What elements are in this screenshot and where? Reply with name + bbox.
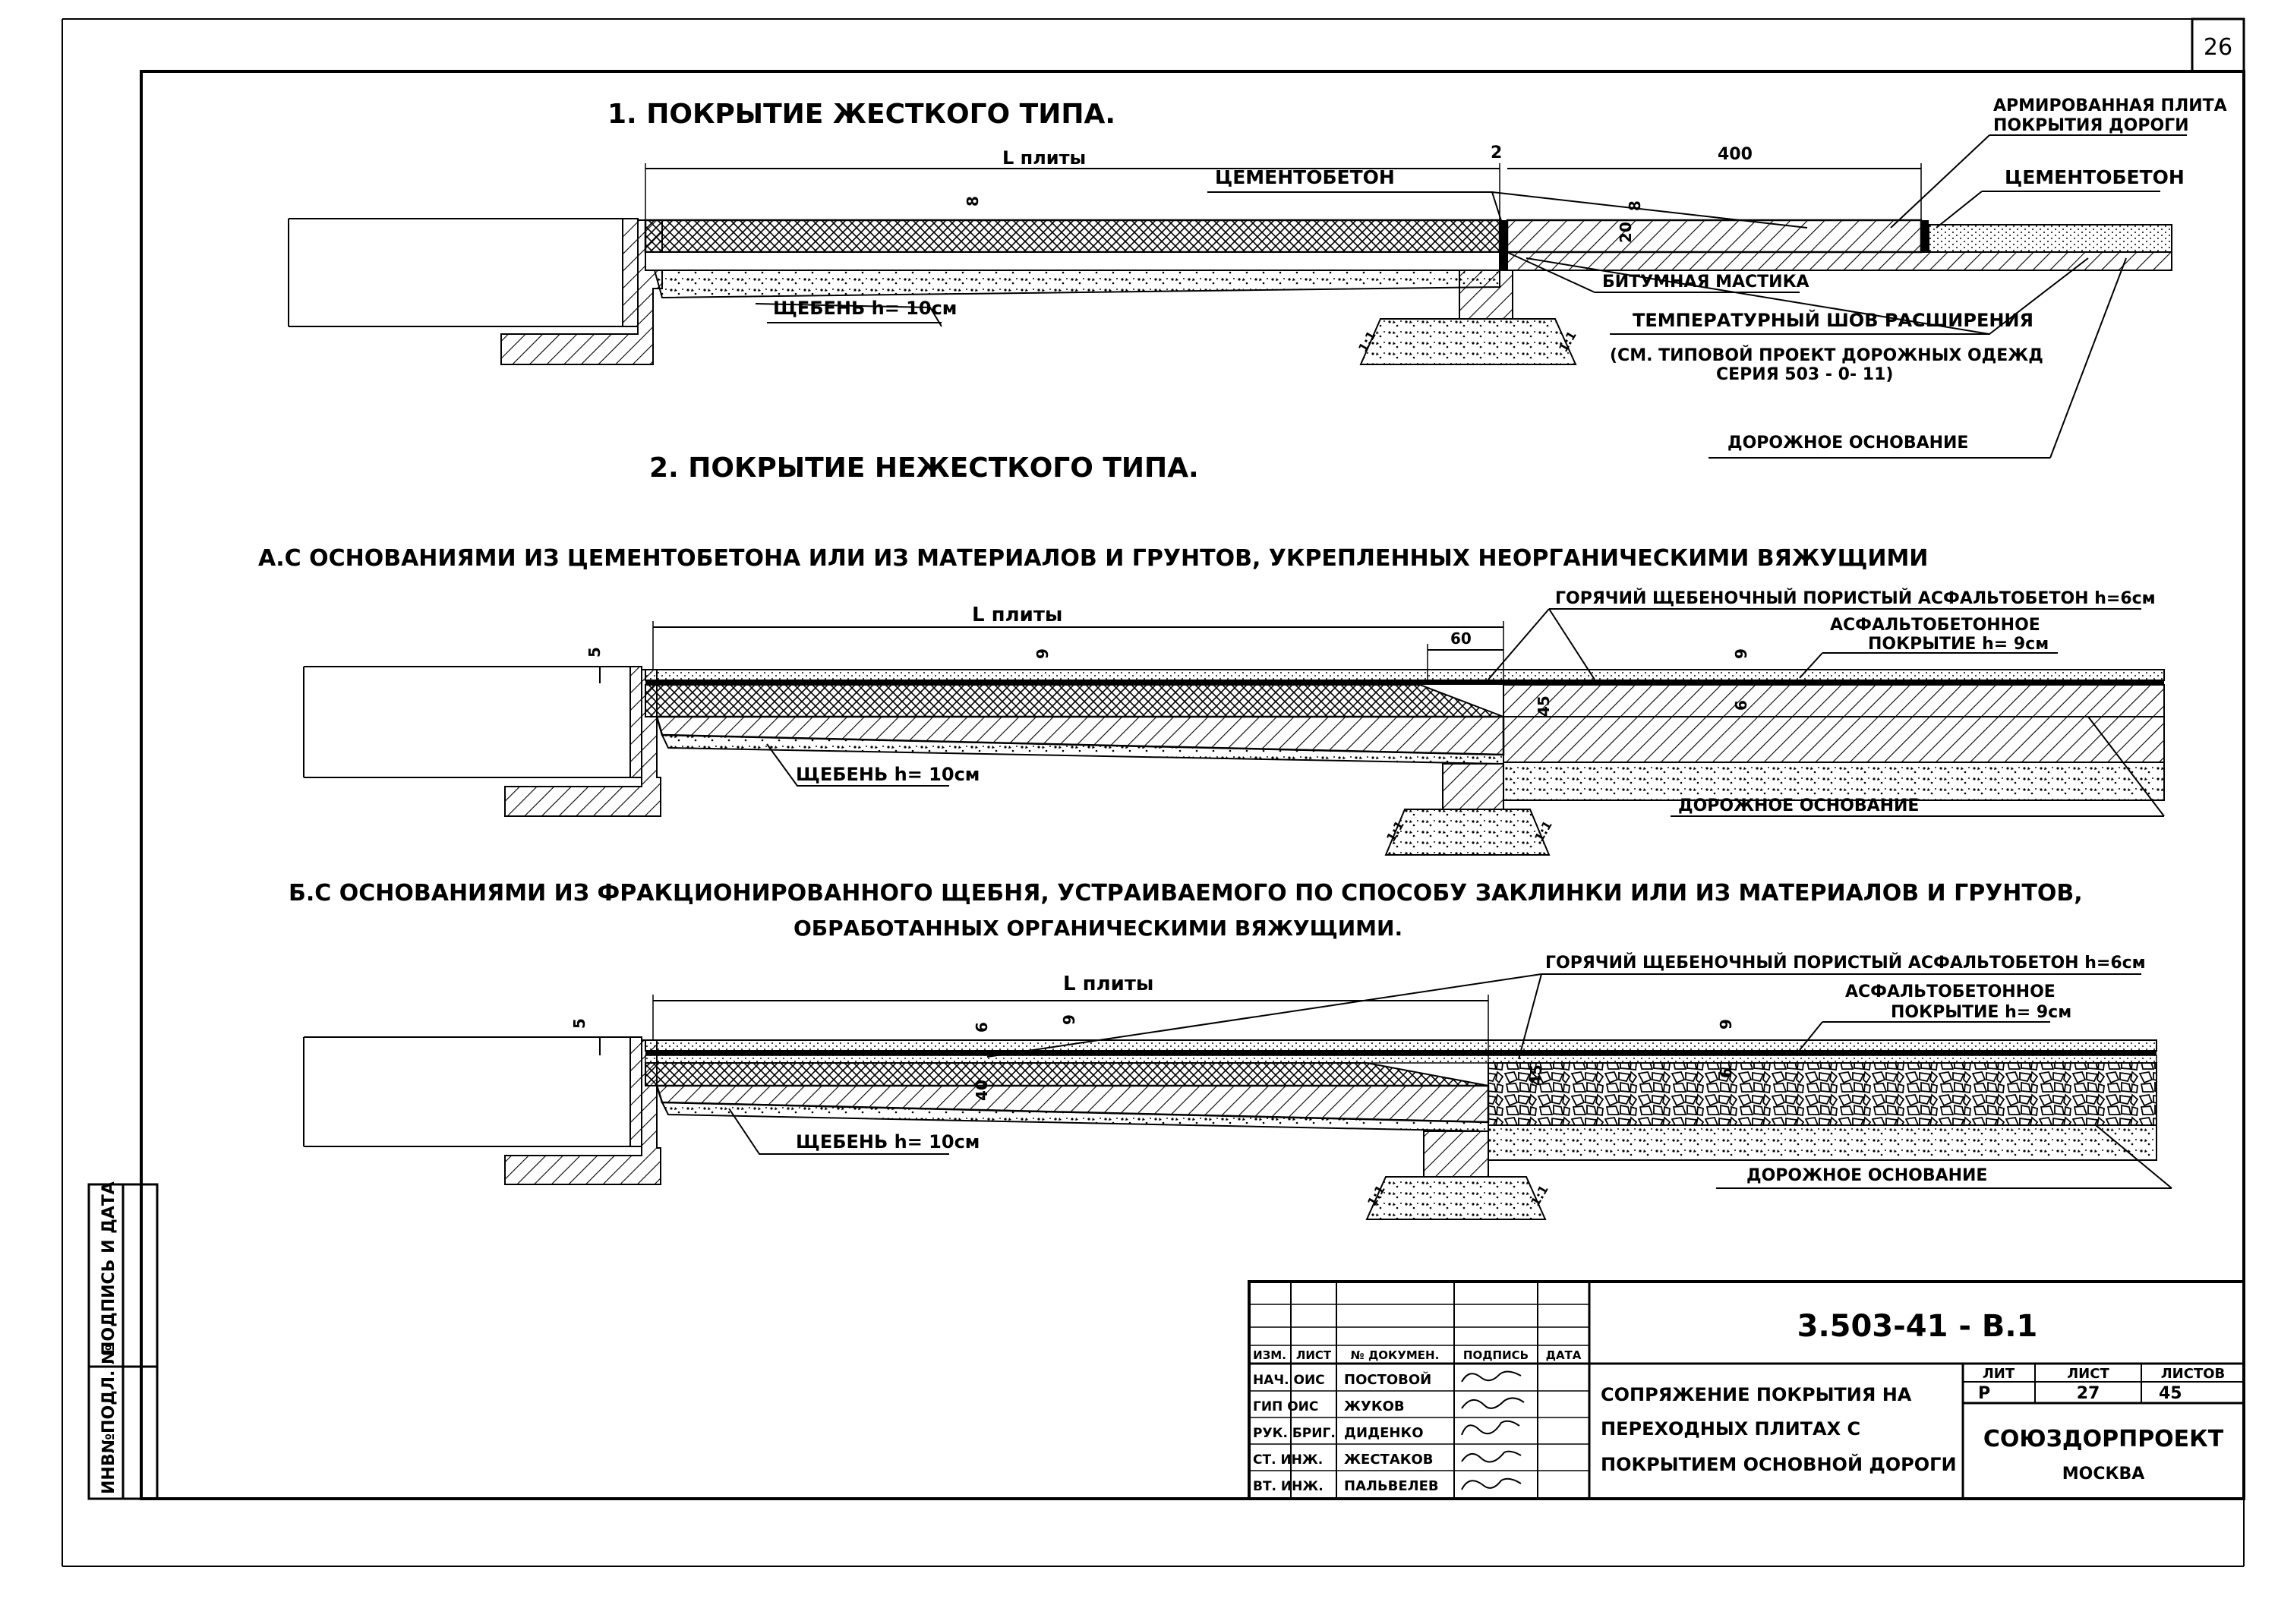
sectionB-title-1: Б.С ОСНОВАНИЯМИ ИЗ ФРАКЦИОНИРОВАННОГО ЩЕ… xyxy=(289,880,2083,907)
s1-dim-400: 400 xyxy=(1718,145,1753,164)
sB-scheben: ЩЕБЕНЬ h= 10см xyxy=(796,1131,980,1153)
tb-list-value: 27 xyxy=(2077,1384,2100,1403)
tb-head-date: ДАТА xyxy=(1546,1348,1582,1362)
sB-dim-45: 45 xyxy=(1527,1064,1545,1086)
s1-dim-20: 20 xyxy=(1617,222,1635,243)
tb-row4-name: ЖЕСТАКОВ xyxy=(1344,1452,1433,1468)
sectionA-drawing xyxy=(303,608,2165,856)
tb-list-head: ЛИСТ xyxy=(2067,1366,2109,1382)
tb-row4-role: СТ. ИНЖ. xyxy=(1253,1452,1323,1468)
s1-bitum: БИТУМНАЯ МАСТИКА xyxy=(1602,273,1809,292)
side-stamp xyxy=(87,1183,159,1500)
sectionA-title: А.С ОСНОВАНИЯМИ ИЗ ЦЕМЕНТОБЕТОНА ИЛИ ИЗ … xyxy=(258,545,1928,572)
sectionB-drawing xyxy=(303,973,2172,1220)
s1-dim-L: L плиты xyxy=(1002,147,1086,169)
side-stamp-label-2: ИНВ№ПОДЛ. № xyxy=(99,1344,118,1494)
tb-name-2: ПЕРЕХОДНЫХ ПЛИТАХ С xyxy=(1601,1418,1860,1440)
sA-asfalt-2: ПОКРЫТИЕ h= 9см xyxy=(1868,635,2049,654)
s1-armirovannaya-1: АРМИРОВАННАЯ ПЛИТА xyxy=(1993,96,2227,115)
tb-row3-name: ДИДЕНКО xyxy=(1344,1425,1424,1441)
tb-row2-role: ГИП ОИС xyxy=(1253,1399,1318,1414)
section1-title: 1. ПОКРЫТИЕ ЖЕСТКОГО ТИПА. xyxy=(607,99,1115,130)
tb-row5-name: ПАЛЬВЕЛЕВ xyxy=(1344,1478,1439,1494)
sA-dim-60: 60 xyxy=(1450,629,1472,648)
tb-row5-role: ВТ. ИНЖ. xyxy=(1253,1479,1324,1494)
sB-dim-6a: 6 xyxy=(973,1022,991,1033)
title-block xyxy=(1248,1280,2245,1500)
sB-osnovanie: ДОРОЖНОЕ ОСНОВАНИЕ xyxy=(1746,1166,1987,1185)
s1-cementobeton-left: ЦЕМЕНТОБЕТОН xyxy=(1215,166,1395,188)
tb-org: СОЮЗДОРПРОЕКТ xyxy=(1983,1426,2224,1452)
sheet-number: 26 xyxy=(2204,34,2232,61)
sB-dim-40: 40 xyxy=(973,1080,991,1101)
side-stamp-label-1: ПОДПИСЬ И ДАТА xyxy=(99,1181,118,1355)
tb-listov-value: 45 xyxy=(2159,1384,2182,1403)
s1-armirovannaya-2: ПОКРЫТИЯ ДОРОГИ xyxy=(1993,116,2189,135)
s1-shov-2: (СМ. ТИПОВОЙ ПРОЕКТ ДОРОЖНЫХ ОДЕЖД xyxy=(1610,345,2043,365)
sA-scheben: ЩЕБЕНЬ h= 10см xyxy=(796,764,980,785)
tb-name-1: СОПРЯЖЕНИЕ ПОКРЫТИЯ НА xyxy=(1601,1384,1912,1405)
tb-head-sign: ПОДПИСЬ xyxy=(1463,1348,1529,1362)
sA-dim-5: 5 xyxy=(585,647,604,657)
tb-head-izm: ИЗМ. xyxy=(1253,1348,1286,1362)
section1-drawing xyxy=(288,134,2187,459)
sB-goryachiy: ГОРЯЧИЙ ЩЕБЕНОЧНЫЙ ПОРИСТЫЙ АСФАЛЬТОБЕТО… xyxy=(1545,953,2146,973)
sA-dim-6: 6 xyxy=(1732,700,1750,711)
sB-dim-5: 5 xyxy=(570,1018,588,1029)
s1-osnovanie: ДОРОЖНОЕ ОСНОВАНИЕ xyxy=(1727,434,1968,453)
sectionB-title-2: ОБРАБОТАННЫХ ОРГАНИЧЕСКИМИ ВЯЖУЩИМИ. xyxy=(794,916,1402,941)
sA-dim-9b: 9 xyxy=(1732,648,1750,659)
sheet-frame xyxy=(62,17,2245,1567)
sB-dim-6b: 6 xyxy=(1717,1067,1735,1078)
sB-dim-L: L плиты xyxy=(1063,973,1153,995)
s1-shov-3: СЕРИЯ 503 - 0- 11) xyxy=(1716,365,1893,384)
sA-osnovanie: ДОРОЖНОЕ ОСНОВАНИЕ xyxy=(1678,796,1919,815)
s1-cementobeton-right: ЦЕМЕНТОБЕТОН xyxy=(2005,166,2185,188)
tb-city: МОСКВА xyxy=(2062,1465,2145,1484)
tb-listov-head: ЛИСТОВ xyxy=(2161,1366,2226,1382)
sB-asfalt-1: АСФАЛЬТОБЕТОННОЕ xyxy=(1845,982,2056,1001)
s1-shov-1: ТЕМПЕРАТУРНЫЙ ШОВ РАСШИРЕНИЯ xyxy=(1633,309,2033,331)
tb-row1-role: НАЧ. ОИС xyxy=(1253,1373,1325,1388)
tb-row3-role: РУК. БРИГ. xyxy=(1253,1426,1336,1441)
tb-head-doc: № ДОКУМЕН. xyxy=(1351,1348,1440,1362)
tb-lit-head: ЛИТ xyxy=(1983,1366,2015,1382)
section2-title: 2. ПОКРЫТИЕ НЕЖЕСТКОГО ТИПА. xyxy=(649,453,1199,484)
sA-goryachiy: ГОРЯЧИЙ ЩЕБЕНОЧНЫЙ ПОРИСТЫЙ АСФАЛЬТОБЕТО… xyxy=(1555,588,2156,608)
tb-head-list: ЛИСТ xyxy=(1296,1348,1332,1362)
sB-dim-9a: 9 xyxy=(1060,1014,1078,1025)
sA-dim-9a: 9 xyxy=(1033,648,1052,659)
s1-dim-8b: 8 xyxy=(1626,200,1644,211)
sB-asfalt-2: ПОКРЫТИЕ h= 9см xyxy=(1891,1003,2071,1022)
tb-row2-name: ЖУКОВ xyxy=(1344,1399,1405,1414)
tb-row1-name: ПОСТОВОЙ xyxy=(1344,1371,1431,1388)
tb-name-3: ПОКРЫТИЕМ ОСНОВНОЙ ДОРОГИ xyxy=(1601,1453,1957,1475)
s1-scheben: ЩЕБЕНЬ h= 10см xyxy=(773,298,957,319)
sA-asfalt-1: АСФАЛЬТОБЕТОННОЕ xyxy=(1830,616,2040,635)
s1-dim-2: 2 xyxy=(1491,143,1502,162)
tb-code: 3.503-41 - В.1 xyxy=(1797,1309,2038,1344)
sA-dim-45: 45 xyxy=(1535,695,1553,717)
tb-lit-value: Р xyxy=(1978,1384,1990,1403)
sA-dim-L: L плиты xyxy=(972,604,1062,626)
s1-dim-8a: 8 xyxy=(964,196,982,207)
sB-dim-9b: 9 xyxy=(1717,1019,1735,1030)
